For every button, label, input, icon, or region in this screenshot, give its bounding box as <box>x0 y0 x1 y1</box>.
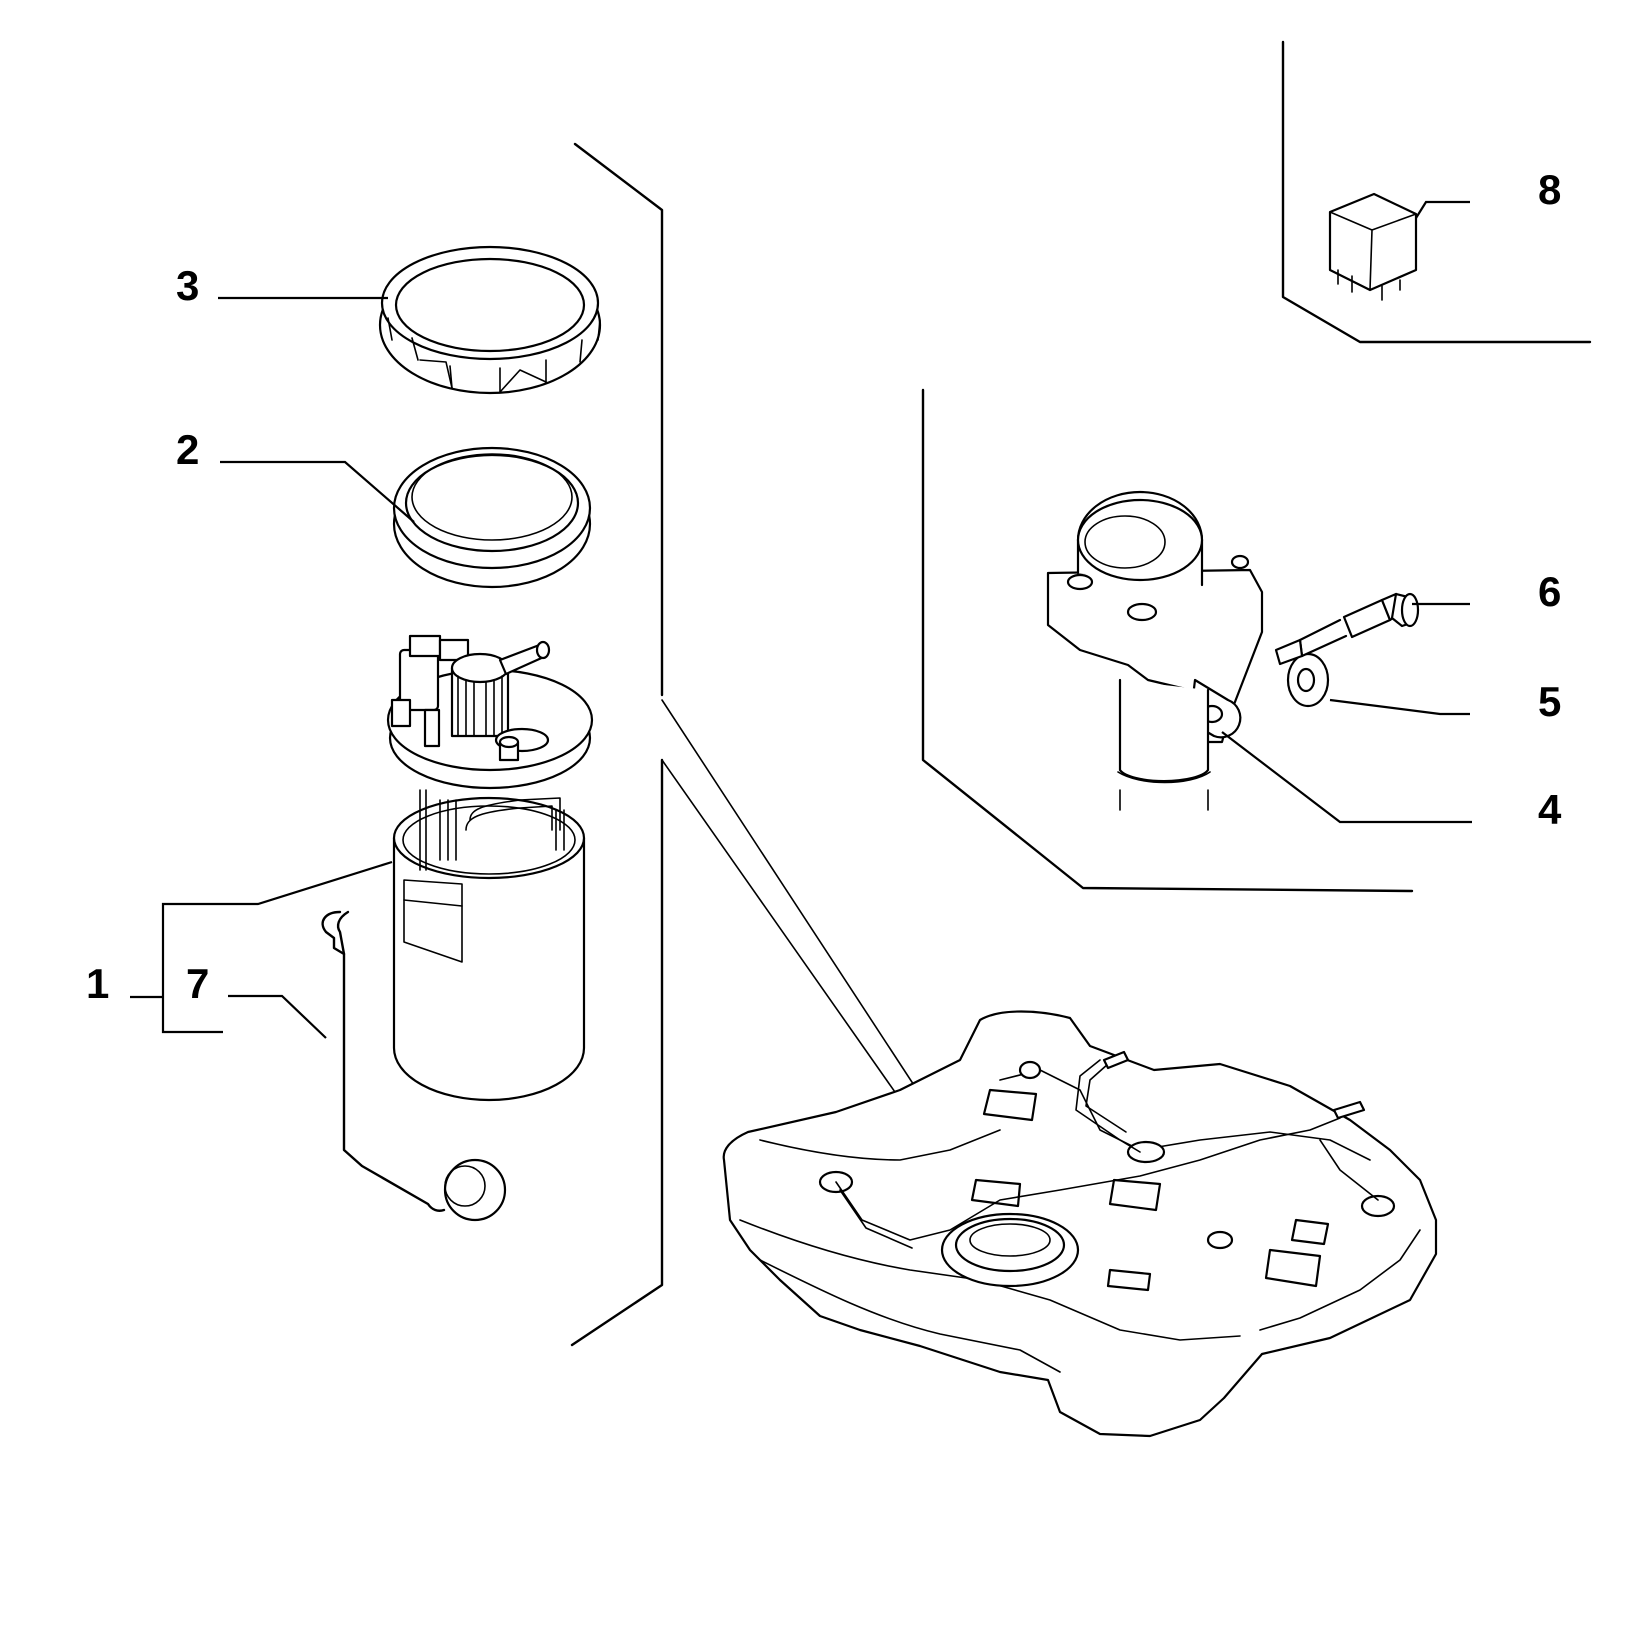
fuel-pump-module-part <box>386 634 594 1102</box>
washer-part <box>1286 652 1330 708</box>
canister-bracket-part <box>1046 490 1264 811</box>
callout-8: 8 <box>1538 166 1561 213</box>
callout-5: 5 <box>1538 678 1561 725</box>
callout-6: 6 <box>1538 568 1561 615</box>
callout-labels: 3 2 1 7 8 6 5 4 <box>86 166 1562 1007</box>
callout-4: 4 <box>1538 786 1562 833</box>
fuel-tank <box>722 1010 1438 1438</box>
float-arm-part <box>321 910 507 1222</box>
callout-1: 1 <box>86 960 109 1007</box>
callout-leaders <box>130 200 1472 1039</box>
relay-part <box>1328 192 1418 301</box>
ring-nut-part <box>378 245 602 395</box>
section-boundaries <box>570 40 1592 1347</box>
callout-3: 3 <box>176 262 199 309</box>
callout-7: 7 <box>186 960 209 1007</box>
bolt-part <box>1274 592 1420 666</box>
seal-ring-part <box>392 446 592 589</box>
callout-2: 2 <box>176 426 199 473</box>
